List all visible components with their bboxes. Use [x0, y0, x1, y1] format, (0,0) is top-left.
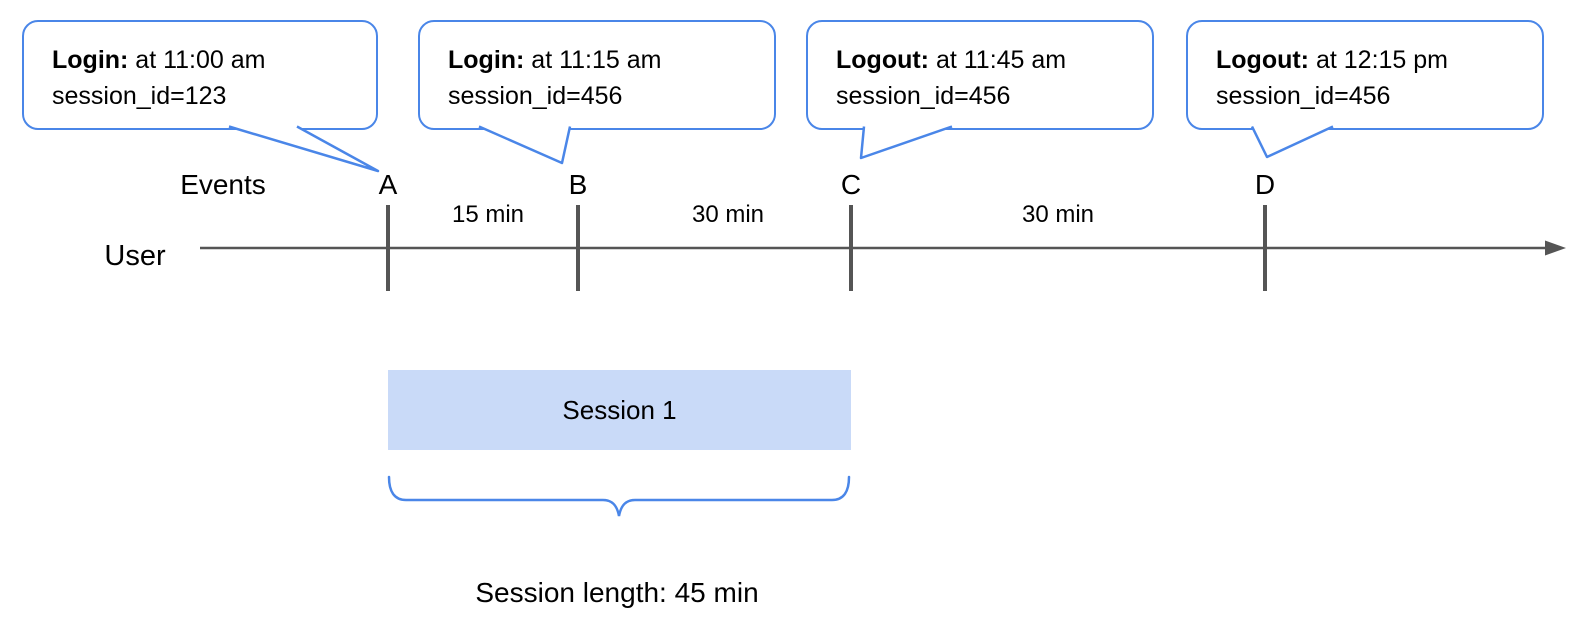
- event-type-label: Login:: [52, 46, 129, 74]
- event-type-label: Logout:: [836, 46, 930, 74]
- event-label-c: C: [840, 169, 862, 200]
- event-type-label: Logout:: [1216, 46, 1310, 74]
- session-id-label: session_id=456: [448, 82, 623, 110]
- callout-logout-d: Logout: at 12:15 pm session_id=456: [1186, 20, 1544, 130]
- session-bar: Session 1: [388, 370, 851, 450]
- event-time-label: at 11:00 am: [128, 46, 266, 74]
- callout-tail-c: [859, 125, 953, 160]
- event-time-label: at 11:15 am: [524, 46, 662, 74]
- callout-tail-a: [228, 125, 380, 173]
- callout-logout-c: Logout: at 11:45 am session_id=456: [806, 20, 1154, 130]
- callout-line-1: Login: at 11:15 am: [448, 42, 764, 78]
- callout-tail-b: [478, 125, 572, 165]
- event-label-b: B: [568, 169, 588, 200]
- callout-tail-d: [1250, 125, 1334, 159]
- session-length-label: Session length: 45 min: [475, 577, 759, 608]
- timeline-arrowhead-icon: [1545, 240, 1566, 256]
- event-time-label: at 12:15 pm: [1309, 46, 1448, 74]
- callout-line-1: Logout: at 12:15 pm: [1216, 42, 1532, 78]
- callout-login-b: Login: at 11:15 am session_id=456: [418, 20, 776, 130]
- session-id-label: session_id=123: [52, 82, 227, 110]
- interval-label-ab: 15 min: [451, 201, 525, 228]
- session-id-label: session_id=456: [1216, 82, 1391, 110]
- callout-line-1: Logout: at 11:45 am: [836, 42, 1142, 78]
- callout-login-a: Login: at 11:00 am session_id=123: [22, 20, 378, 130]
- event-label-a: A: [378, 169, 398, 200]
- interval-label-bc: 30 min: [691, 201, 765, 228]
- session-id-label: session_id=456: [836, 82, 1011, 110]
- event-type-label: Login:: [448, 46, 525, 74]
- events-axis-label: Events: [180, 169, 266, 200]
- event-label-d: D: [1254, 169, 1276, 200]
- session-brace: [387, 475, 851, 517]
- user-actor-label: User: [104, 240, 166, 272]
- callout-line-1: Login: at 11:00 am: [52, 42, 366, 78]
- interval-label-cd: 30 min: [1021, 201, 1095, 228]
- event-time-label: at 11:45 am: [929, 46, 1067, 74]
- session-bar-label: Session 1: [562, 394, 677, 425]
